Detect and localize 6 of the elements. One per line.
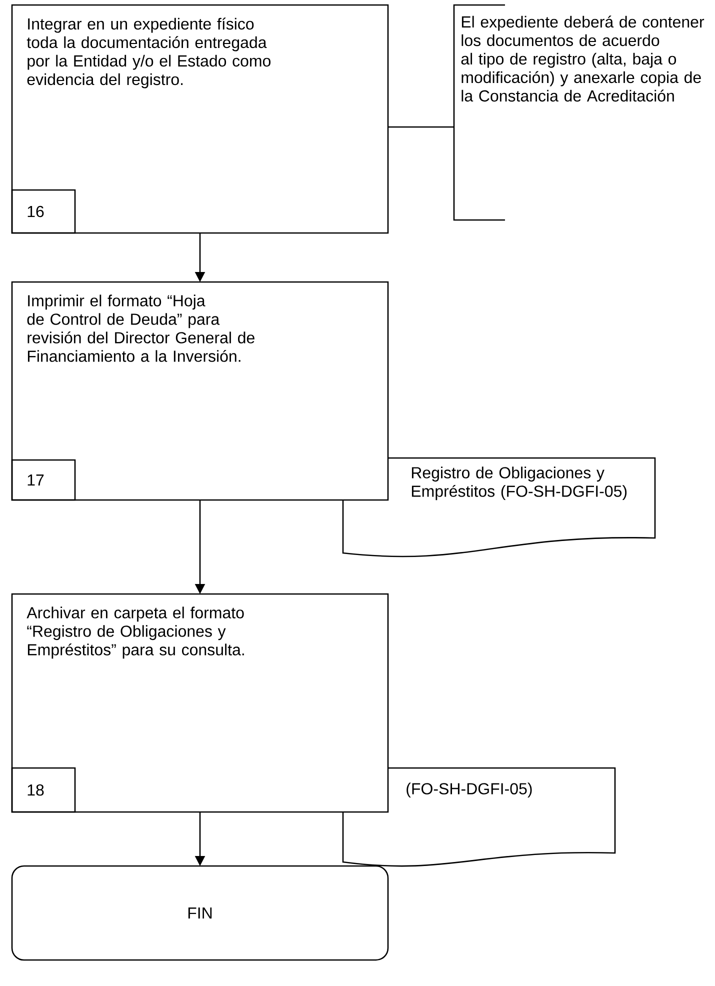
step-number: 18: [11, 767, 76, 813]
connector-line: [388, 126, 454, 128]
annotation: El expediente deberá de contener los documentos de acuerdo al tipo de registro (alta, baja o modificación) y anexarle copia de la Constancia de Acreditación: [453, 4, 704, 221]
terminator: FIN: [11, 865, 389, 961]
step-number: 16: [11, 189, 76, 234]
step-number: 17: [11, 459, 76, 501]
